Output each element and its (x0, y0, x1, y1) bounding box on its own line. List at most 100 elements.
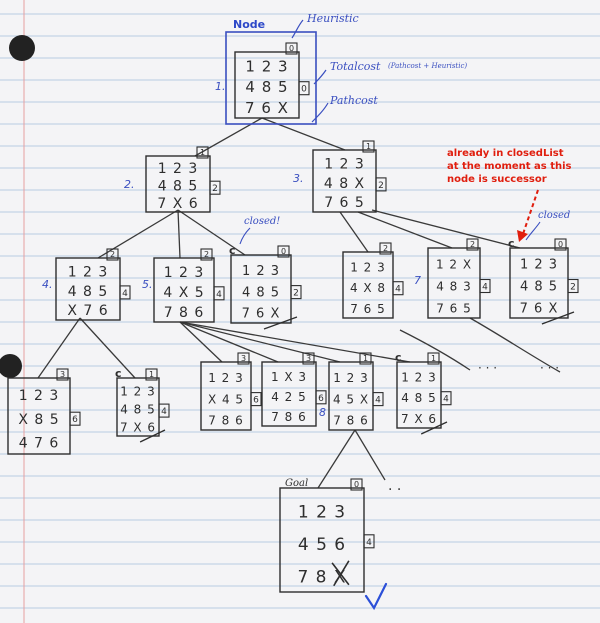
heuristic-box (145, 368, 158, 381)
binder-hole-middle (0, 354, 22, 378)
node-index: 7 (414, 274, 421, 287)
tile-row: 7 8 6 (333, 414, 369, 428)
totalcost-value: 6 (318, 394, 324, 404)
closed-strike (541, 311, 575, 325)
puzzle-node-n12: 1 2 3X 4 57 8 636 (200, 352, 262, 431)
totalcost-value: 2 (293, 289, 299, 299)
tile-row: 7 X 6 (120, 421, 156, 435)
tile-row: 4 8 3 (436, 279, 472, 293)
continuation-dots-3: · · (388, 482, 401, 498)
totalcost-value: 4 (216, 290, 222, 300)
heuristic-box (302, 352, 315, 365)
totalcost-value: 4 (122, 289, 128, 299)
node-index: 8 (319, 406, 326, 419)
goal-check-icon (364, 582, 388, 611)
heuristic-box (106, 248, 119, 261)
heuristic-pointer (291, 19, 304, 39)
heuristic-box (350, 478, 363, 491)
tile-row: 7 8 6 (164, 305, 205, 321)
tile-row: 7 6 5 (324, 195, 365, 211)
tile-row: 1 2 3 (520, 258, 558, 273)
totalcost-label: Totalcost (330, 60, 381, 73)
totalcost-box (298, 81, 310, 96)
totalcost-box (363, 534, 375, 549)
closed-pointer-n9 (525, 221, 541, 241)
tile-row: 1 2 3 (68, 264, 109, 280)
closed-marker: c (395, 351, 402, 364)
tile-row: 4 7 6 (19, 436, 60, 452)
tile-row: 4 2 5 (271, 390, 307, 404)
heuristic-box (196, 146, 209, 159)
totalcost-detail: (Pathcost + Heuristic) (388, 62, 467, 70)
heuristic-value: 1 (149, 370, 154, 379)
totalcost-box (375, 177, 387, 192)
heuristic-value: 3 (241, 354, 246, 363)
heuristic-value: 2 (383, 244, 388, 253)
totalcost-value: 2 (212, 184, 218, 194)
heuristic-box (237, 352, 250, 365)
heuristic-box (379, 242, 392, 255)
totalcost-box (209, 180, 221, 195)
heuristic-value: 0 (354, 480, 359, 489)
tile-row: 4 X 5 (163, 285, 204, 301)
closedlist-annotation: already in closedList at the moment as t… (447, 148, 572, 185)
tile-row: 4 8 X (324, 176, 365, 192)
closed-label-n6: closed! (244, 216, 280, 227)
totalcost-box (479, 278, 491, 294)
continuation-dots-2: · · · (540, 361, 559, 375)
annotation-line-1: already in closedList (447, 148, 564, 159)
closed-pointer-n6 (239, 227, 251, 245)
heuristic-box (466, 238, 479, 251)
totalcost-box (372, 392, 384, 407)
tile-row: 1 2 3 (164, 265, 205, 281)
totalcost-pointer (313, 69, 327, 85)
totalcost-box (69, 411, 81, 426)
heuristic-value: 3 (306, 354, 311, 363)
heuristic-value: 0 (289, 44, 294, 53)
goal-label: Goal (285, 478, 308, 489)
totalcost-value: 4 (482, 283, 488, 293)
tile-row: 1 2 3 (19, 388, 60, 404)
tile-row: 4 8 5 (401, 391, 437, 405)
tile-row: 7 6 X (245, 99, 289, 117)
tile-row: 4 5 X (333, 392, 369, 406)
heuristic-value: 2 (204, 250, 209, 259)
tile-row: 1 2 3 (208, 371, 244, 385)
heuristic-value: 0 (281, 247, 286, 256)
binder-hole-top (9, 35, 35, 61)
node-index: 3. (293, 172, 304, 185)
puzzle-node-n10: 1 2 3X 8 54 7 636 (7, 368, 81, 455)
totalcost-box (392, 281, 404, 296)
tile-row: 1 2 3 (401, 371, 437, 385)
tile-row: 1 2 3 (120, 384, 156, 398)
pathcost-label: Pathcost (329, 94, 378, 107)
tile-row: 7 X 6 (157, 196, 198, 212)
closed-marker: c (508, 237, 515, 250)
tile-row: 1 2 3 (242, 264, 280, 279)
heuristic-label: Heuristic (306, 12, 359, 25)
tile-row: 7 6 5 (436, 301, 472, 315)
tile-row: X 7 6 (67, 303, 108, 319)
node-label: Node (233, 18, 265, 31)
heuristic-box (362, 140, 375, 153)
totalcost-box (315, 390, 327, 405)
tile-row: 1 2 3 (333, 371, 369, 385)
tile-row: 1 X 3 (271, 370, 307, 384)
node-index: 2. (124, 178, 135, 191)
heuristic-box (359, 352, 372, 365)
tile-row: 1 2 X (436, 258, 472, 272)
continuation-dots-1: · · · (478, 361, 497, 375)
annotation-arrow-shaft (522, 189, 539, 235)
tile-row: 7 6 X (242, 307, 281, 322)
heuristic-value: 1 (431, 354, 436, 363)
closed-label-n9: closed (538, 210, 570, 221)
